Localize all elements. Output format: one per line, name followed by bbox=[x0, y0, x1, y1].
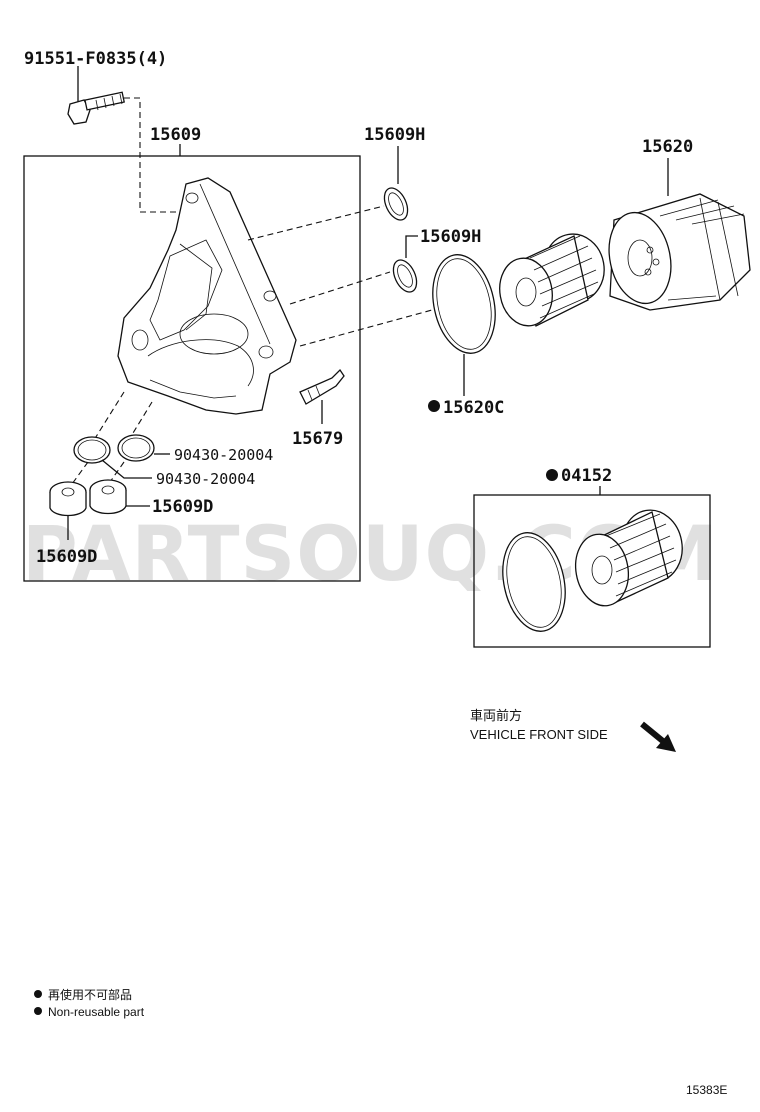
label-cap[interactable]: 15620 bbox=[642, 137, 693, 157]
kit-gasket-icon[interactable] bbox=[494, 527, 573, 637]
oring-mid-icon[interactable] bbox=[389, 256, 421, 295]
filter-kit-box bbox=[473, 494, 711, 648]
direction-arrow-icon bbox=[640, 721, 676, 752]
legend-marker-en bbox=[34, 1007, 42, 1015]
label-oring-top[interactable]: 15609H bbox=[364, 125, 425, 145]
label-housing[interactable]: 15609 bbox=[150, 125, 201, 145]
label-clip[interactable]: 15679 bbox=[292, 429, 343, 449]
label-plug-left[interactable]: 15609D bbox=[36, 547, 97, 567]
proj-line-1 bbox=[247, 205, 385, 241]
oil-filter-housing-icon[interactable] bbox=[117, 177, 297, 415]
direction-label-en: VEHICLE FRONT SIDE bbox=[470, 727, 608, 742]
plug-right-icon[interactable] bbox=[89, 479, 127, 515]
label-plug-right[interactable]: 15609D bbox=[152, 497, 213, 517]
label-washer-1[interactable]: 90430-20004 bbox=[174, 446, 273, 464]
filter-element-icon[interactable] bbox=[494, 229, 609, 330]
proj-line-4 bbox=[93, 391, 125, 441]
plug-left-icon[interactable] bbox=[49, 481, 87, 517]
figure-id: 15383E bbox=[686, 1083, 727, 1097]
direction-label-jp: 車両前方 bbox=[470, 708, 522, 723]
filter-cap-icon[interactable] bbox=[601, 193, 751, 311]
clip-icon[interactable] bbox=[299, 368, 345, 405]
oring-top-icon[interactable] bbox=[380, 184, 412, 223]
non-reusable-marker-gasket bbox=[428, 400, 440, 412]
proj-line-6 bbox=[71, 461, 89, 485]
housing-group-box bbox=[23, 155, 361, 582]
proj-line-2 bbox=[289, 271, 391, 305]
proj-line-3 bbox=[299, 309, 433, 347]
label-gasket[interactable]: 15620C bbox=[443, 398, 504, 418]
legend-marker-jp bbox=[34, 990, 42, 998]
legend-label-en: Non-reusable part bbox=[48, 1005, 145, 1019]
label-bolt[interactable]: 91551-F0835(4) bbox=[24, 49, 167, 69]
label-washer-2[interactable]: 90430-20004 bbox=[156, 470, 255, 488]
legend-label-jp: 再使用不可部品 bbox=[48, 987, 132, 1002]
washer-2-icon[interactable] bbox=[117, 434, 155, 462]
gasket-icon[interactable] bbox=[424, 249, 503, 359]
kit-filter-element-icon[interactable] bbox=[570, 505, 688, 610]
label-oring-mid[interactable]: 15609H bbox=[420, 227, 481, 247]
bolt-icon[interactable] bbox=[67, 66, 125, 125]
non-reusable-marker-kit bbox=[546, 469, 558, 481]
proj-line-5 bbox=[129, 401, 153, 439]
washer-1-icon[interactable] bbox=[73, 436, 111, 464]
bolt-path bbox=[124, 97, 196, 213]
label-filter-kit[interactable]: 04152 bbox=[561, 466, 612, 486]
